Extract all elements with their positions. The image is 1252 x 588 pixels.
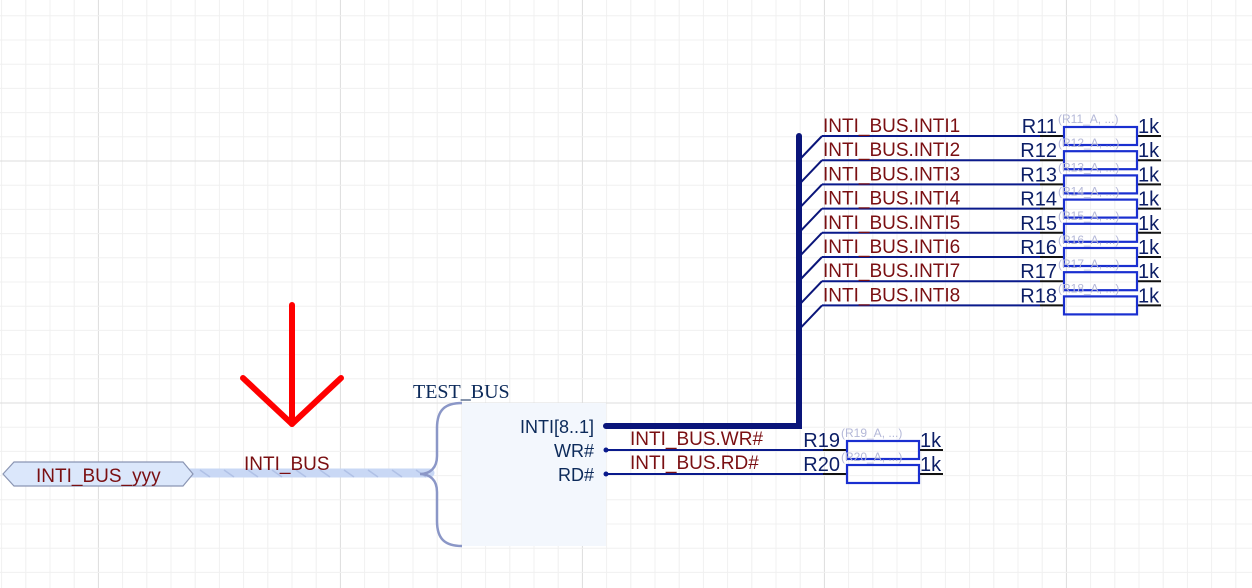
net-label[interactable]: INTI_BUS.RD# xyxy=(630,453,759,474)
resistor-body[interactable] xyxy=(1062,174,1139,195)
hatch-mark xyxy=(343,469,355,478)
wire-wr[interactable] xyxy=(603,447,824,453)
hatch-mark xyxy=(223,469,235,478)
resistor-body[interactable] xyxy=(1062,295,1139,316)
resistor-value[interactable]: 1k xyxy=(1138,237,1160,259)
control-net-rows: INTI_BUS.WR#R19(R19_A, ...)1kINTI_BUS.RD… xyxy=(630,426,943,485)
resistor-parameter: (R19_A, ...) xyxy=(841,426,902,440)
harness-connector[interactable] xyxy=(419,401,606,548)
resistor-designator[interactable]: R15 xyxy=(1020,213,1057,235)
resistor-value[interactable]: 1k xyxy=(1138,140,1160,162)
net-label[interactable]: INTI_BUS.WR# xyxy=(630,429,763,450)
harness-entry-rd[interactable]: RD# xyxy=(558,465,594,485)
resistor-parameter: (R16_A, ...) xyxy=(1058,233,1119,247)
bus-entry[interactable] xyxy=(800,159,823,183)
bus-net-row: INTI_BUS.INTI5 R15(R15_A, ...) 1k xyxy=(800,209,1161,256)
hatch-mark xyxy=(295,469,307,478)
resistor-parameter: (R17_A, ...) xyxy=(1058,257,1119,271)
resistor-parameter: (R18_A, ...) xyxy=(1058,281,1119,295)
harness-entry-inti[interactable]: INTI[8..1] xyxy=(520,417,594,437)
resistor-designator[interactable]: R20 xyxy=(803,454,840,476)
resistor-body[interactable] xyxy=(1062,150,1139,171)
resistor-body[interactable] xyxy=(1062,125,1139,147)
net-label[interactable]: INTI_BUS.INTI2 xyxy=(823,140,960,161)
bus-entry[interactable] xyxy=(800,232,823,256)
resistor-parameter: (R14_A, ...) xyxy=(1058,185,1119,199)
resistor-designator[interactable]: R13 xyxy=(1020,164,1057,186)
net-label[interactable]: INTI_BUS.INTI7 xyxy=(823,261,960,282)
resistor-body[interactable] xyxy=(1062,246,1139,268)
bus-entry[interactable] xyxy=(800,207,823,232)
resistor-designator[interactable]: R12 xyxy=(1020,140,1057,162)
bus-entry[interactable] xyxy=(800,256,823,280)
bus-net-row: INTI_BUS.INTI6 R16(R16_A, ...) 1k xyxy=(800,233,1161,280)
net-label[interactable]: INTI_BUS.INTI6 xyxy=(823,237,960,258)
signal-harness-label[interactable]: INTI_BUS xyxy=(244,454,330,475)
resistor-value[interactable]: 1k xyxy=(1138,261,1160,283)
resistor-body[interactable] xyxy=(845,463,921,485)
net-label[interactable]: INTI_BUS.INTI8 xyxy=(823,285,960,306)
resistor-value[interactable]: 1k xyxy=(1138,189,1160,211)
resistor-parameter: (R13_A, ...) xyxy=(1058,160,1119,174)
resistor-parameter: (R11_A, ...) xyxy=(1058,112,1118,126)
resistor-body[interactable] xyxy=(1062,222,1139,243)
net-label[interactable]: INTI_BUS.INTI1 xyxy=(823,116,960,137)
bus-net-row: INTI_BUS.INTI7 R17(R17_A, ...) 1k xyxy=(800,257,1161,304)
wire-rd[interactable] xyxy=(603,471,824,477)
resistor-parameter: (R20_A, ...) xyxy=(841,450,902,464)
hatch-mark xyxy=(319,469,331,478)
resistor-designator[interactable]: R19 xyxy=(803,430,840,452)
resistor-value[interactable]: 1k xyxy=(1138,164,1160,186)
bus-net-row: INTI_BUS.INTI2 R12(R12_A, ...) 1k xyxy=(800,136,1161,183)
resistor-value[interactable]: 1k xyxy=(1138,213,1160,235)
resistor-body[interactable] xyxy=(845,439,921,461)
bus-inti[interactable] xyxy=(603,133,802,429)
resistor-body[interactable] xyxy=(1062,198,1139,219)
resistor-designator[interactable]: R11 xyxy=(1022,116,1057,138)
net-label[interactable]: INTI_BUS.INTI5 xyxy=(823,213,960,234)
resistor-value[interactable]: 1k xyxy=(1138,116,1160,138)
down-arrow-icon xyxy=(240,302,344,427)
resistor-designator[interactable]: R16 xyxy=(1020,237,1057,259)
resistor-value[interactable]: 1k xyxy=(920,454,942,476)
harness-entry-wr[interactable]: WR# xyxy=(554,441,594,461)
resistor-designator[interactable]: R14 xyxy=(1020,189,1057,211)
hatch-mark xyxy=(391,469,403,478)
bus-entry[interactable] xyxy=(800,280,823,304)
bus-entry[interactable] xyxy=(800,135,823,159)
hatch-mark xyxy=(367,469,379,478)
control-net-row: INTI_BUS.WR# R19(R19_A, ...) 1k xyxy=(630,426,943,461)
hatch-mark xyxy=(271,469,283,478)
hatch-mark xyxy=(247,469,259,478)
resistor-parameter: (R12_A, ...) xyxy=(1058,136,1119,150)
net-label[interactable]: INTI_BUS.INTI3 xyxy=(823,164,960,185)
resistor-parameter: (R15_A, ...) xyxy=(1058,209,1119,223)
bus-net-row: INTI_BUS.INTI8 R18(R18_A, ...) 1k xyxy=(800,281,1161,329)
control-net-row: INTI_BUS.RD# R20(R20_A, ...) 1k xyxy=(630,450,943,485)
port-name: INTI_BUS_yyy xyxy=(36,466,161,487)
bus-net-row: INTI_BUS.INTI4 R14(R14_A, ...) 1k xyxy=(800,185,1161,232)
bus-net-row: INTI_BUS.INTI1 R11(R11_A, ...) 1k xyxy=(800,112,1161,159)
bus-entry[interactable] xyxy=(800,304,823,329)
resistor-designator[interactable]: R18 xyxy=(1020,285,1057,307)
resistor-value[interactable]: 1k xyxy=(1138,285,1160,307)
bus-entry[interactable] xyxy=(800,183,823,208)
bus-net-row: INTI_BUS.INTI3 R13(R13_A, ...) 1k xyxy=(800,160,1161,208)
resistor-value[interactable]: 1k xyxy=(920,430,942,452)
net-label[interactable]: INTI_BUS.INTI4 xyxy=(823,189,961,210)
hatch-mark xyxy=(199,469,211,478)
harness-connector-title: TEST_BUS xyxy=(413,381,510,403)
port-inti-bus-yyy[interactable]: INTI_BUS_yyy xyxy=(2,461,194,487)
resistor-body[interactable] xyxy=(1062,271,1139,292)
resistor-designator[interactable]: R17 xyxy=(1020,261,1057,283)
